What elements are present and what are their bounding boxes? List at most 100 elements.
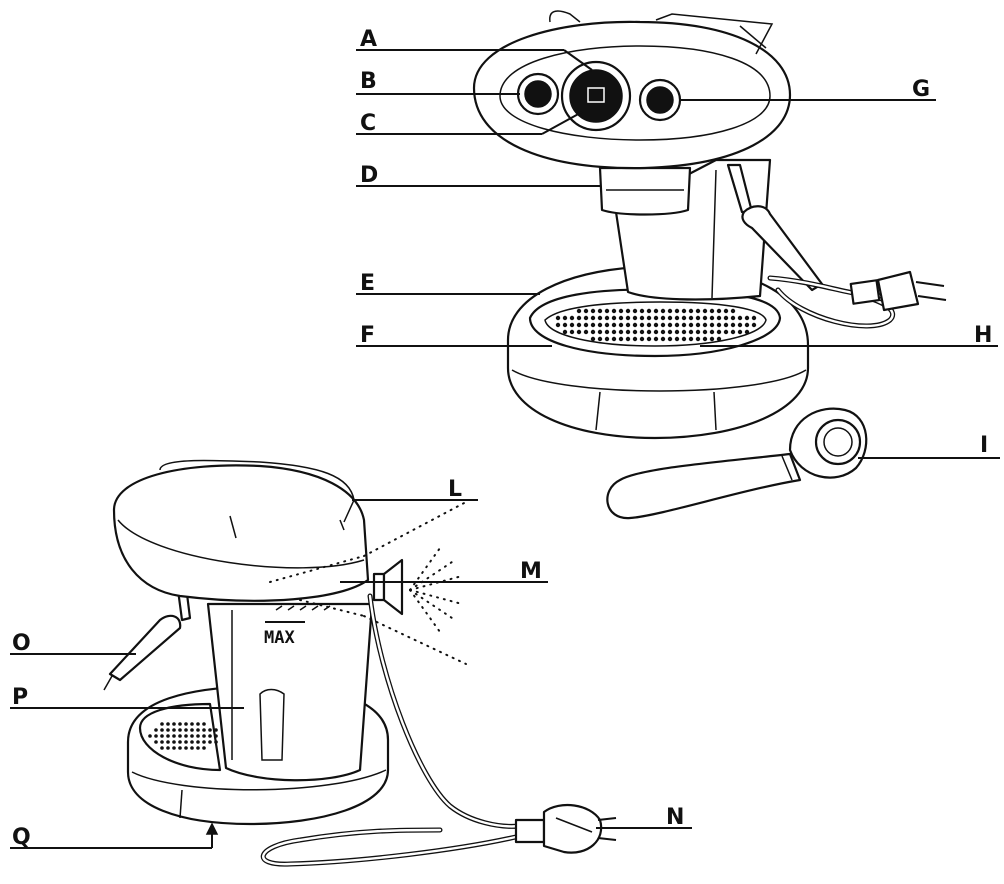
portafilter bbox=[606, 407, 868, 520]
grille-hole bbox=[660, 336, 666, 342]
label-l: L bbox=[448, 477, 462, 502]
grille-hole bbox=[751, 315, 757, 321]
label-b: B bbox=[360, 69, 377, 94]
grille-hole bbox=[597, 322, 603, 328]
grille-hole bbox=[730, 308, 736, 314]
grille-hole bbox=[569, 315, 575, 321]
drip-grille bbox=[555, 308, 757, 342]
grille-hole bbox=[202, 722, 206, 726]
grille-hole bbox=[555, 322, 561, 328]
grille-hole bbox=[611, 329, 617, 335]
grille-hole bbox=[618, 315, 624, 321]
grille-hole bbox=[695, 322, 701, 328]
grille-hole bbox=[178, 746, 182, 750]
label-p: P bbox=[12, 685, 28, 710]
grille-hole bbox=[639, 336, 645, 342]
grille-hole bbox=[639, 322, 645, 328]
grille-hole bbox=[667, 322, 673, 328]
grille-hole bbox=[667, 329, 673, 335]
grille-hole bbox=[737, 322, 743, 328]
grille-hole bbox=[166, 722, 170, 726]
side-plug bbox=[514, 804, 617, 854]
grille-hole bbox=[214, 740, 218, 744]
grille-hole bbox=[184, 722, 188, 726]
grille-hole bbox=[611, 322, 617, 328]
grille-hole bbox=[688, 315, 694, 321]
grille-hole bbox=[695, 336, 701, 342]
grille-hole bbox=[590, 308, 596, 314]
grille-hole bbox=[702, 308, 708, 314]
grille-hole bbox=[160, 728, 164, 732]
grille-hole bbox=[660, 329, 666, 335]
grille-hole bbox=[160, 734, 164, 738]
grille-hole bbox=[166, 734, 170, 738]
grille-hole bbox=[562, 315, 568, 321]
side-vents bbox=[275, 605, 331, 611]
grille-hole bbox=[737, 329, 743, 335]
grille-hole bbox=[653, 322, 659, 328]
grille-hole bbox=[632, 322, 638, 328]
grille-hole bbox=[681, 315, 687, 321]
grille-hole bbox=[576, 315, 582, 321]
grille-hole bbox=[744, 322, 750, 328]
grille-hole bbox=[611, 336, 617, 342]
proximity-sensor-icon bbox=[372, 558, 404, 616]
grille-hole bbox=[590, 329, 596, 335]
grille-hole bbox=[555, 315, 561, 321]
grille-hole bbox=[611, 308, 617, 314]
label-a: A bbox=[360, 27, 377, 52]
label-i: I bbox=[980, 433, 988, 458]
grille-hole bbox=[681, 322, 687, 328]
grille-hole bbox=[646, 322, 652, 328]
grille-hole bbox=[674, 322, 680, 328]
grille-hole bbox=[172, 746, 176, 750]
grille-hole bbox=[730, 322, 736, 328]
grille-hole bbox=[154, 734, 158, 738]
grille-hole bbox=[611, 315, 617, 321]
grille-hole bbox=[723, 329, 729, 335]
grille-hole bbox=[674, 329, 680, 335]
grille-hole bbox=[702, 329, 708, 335]
grille-hole bbox=[190, 734, 194, 738]
grille-hole bbox=[723, 322, 729, 328]
grille-hole bbox=[576, 322, 582, 328]
label-o: O bbox=[12, 631, 31, 656]
grille-hole bbox=[190, 722, 194, 726]
grille-hole bbox=[730, 329, 736, 335]
grille-hole bbox=[202, 728, 206, 732]
grille-hole bbox=[178, 740, 182, 744]
grille-hole bbox=[172, 740, 176, 744]
grille-hole bbox=[184, 746, 188, 750]
grille-hole bbox=[646, 308, 652, 314]
grille-hole bbox=[202, 734, 206, 738]
grille-hole bbox=[709, 315, 715, 321]
grille-hole bbox=[590, 322, 596, 328]
label-c: C bbox=[360, 111, 376, 136]
grille-hole bbox=[716, 322, 722, 328]
grille-hole bbox=[667, 308, 673, 314]
label-q: Q bbox=[12, 825, 31, 850]
grille-hole bbox=[625, 315, 631, 321]
grille-hole bbox=[716, 308, 722, 314]
grille-hole bbox=[190, 740, 194, 744]
grille-hole bbox=[172, 728, 176, 732]
grille-hole bbox=[688, 336, 694, 342]
grille-hole bbox=[196, 722, 200, 726]
grille-hole bbox=[604, 315, 610, 321]
grille-hole bbox=[618, 308, 624, 314]
grille-hole bbox=[576, 308, 582, 314]
grille-hole bbox=[604, 308, 610, 314]
grille-hole bbox=[625, 329, 631, 335]
grille-hole bbox=[625, 308, 631, 314]
grille-hole bbox=[214, 728, 218, 732]
grille-hole bbox=[632, 315, 638, 321]
grille-hole bbox=[583, 322, 589, 328]
grille-hole bbox=[576, 329, 582, 335]
grille-hole bbox=[646, 315, 652, 321]
callouts: A B C D E F G H I L M N O bbox=[10, 27, 1000, 850]
grille-hole bbox=[583, 315, 589, 321]
grille-hole bbox=[590, 336, 596, 342]
grille-hole bbox=[751, 322, 757, 328]
